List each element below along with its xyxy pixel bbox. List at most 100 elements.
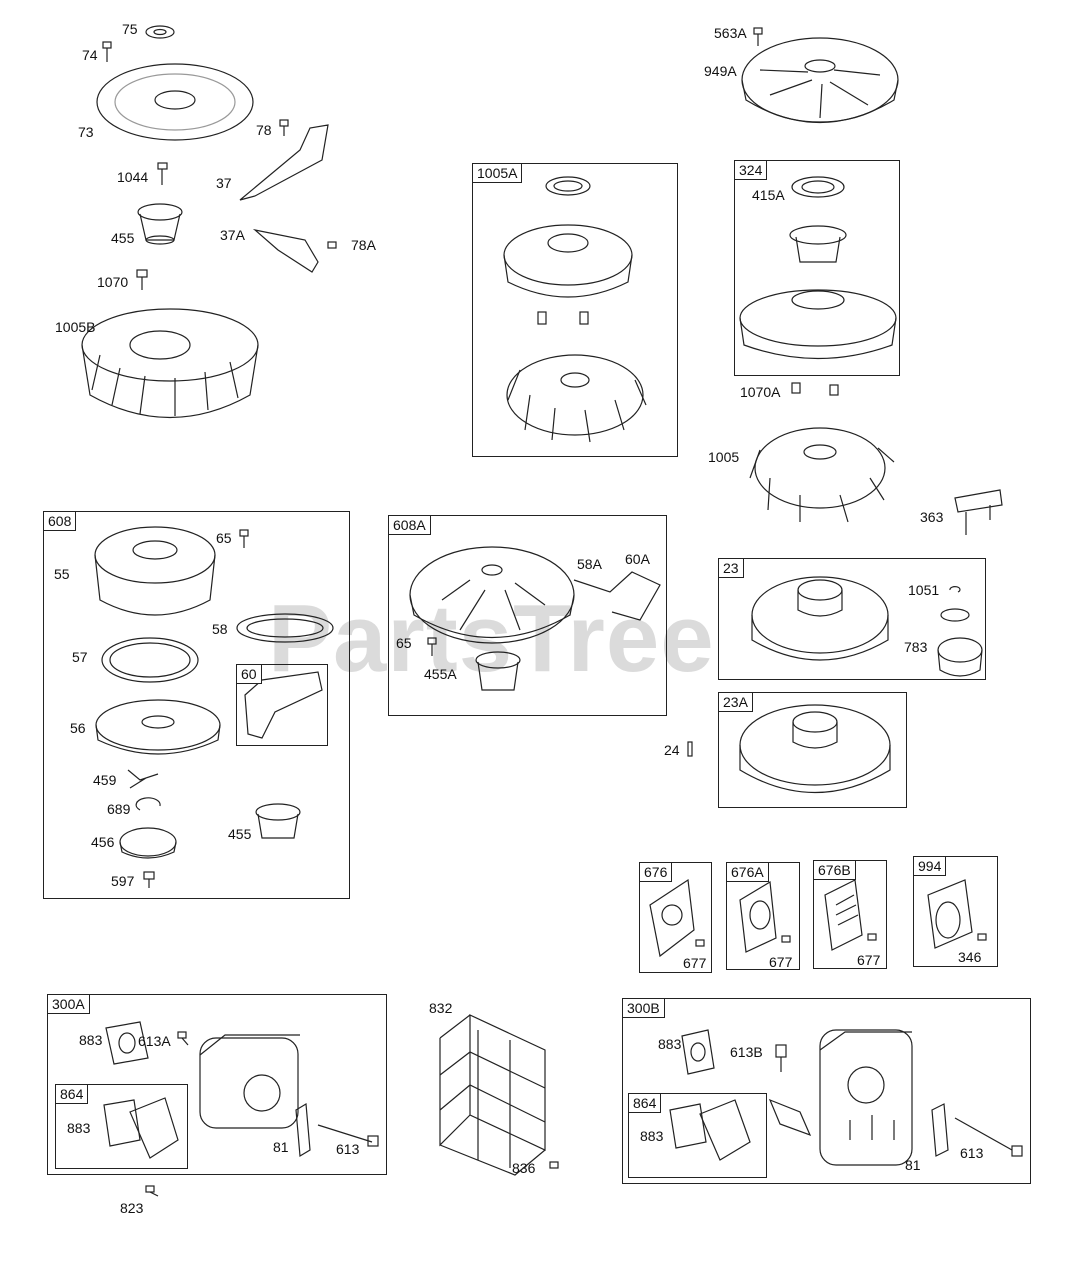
kit-box-60: 60 — [236, 664, 328, 746]
callout-597[interactable]: 597 — [111, 873, 135, 889]
callout-78A[interactable]: 78A — [351, 237, 376, 253]
callout-823[interactable]: 823 — [120, 1200, 144, 1216]
part-677c-bolt — [867, 933, 877, 941]
callout-563A[interactable]: 563A — [714, 25, 747, 41]
part-677b-bolt — [781, 935, 791, 943]
callout-1044[interactable]: 1044 — [117, 169, 149, 185]
callout-37A[interactable]: 37A — [220, 227, 245, 243]
callout-677-676[interactable]: 677 — [683, 955, 707, 971]
callout-74[interactable]: 74 — [82, 47, 98, 63]
kit-label-608[interactable]: 608 — [43, 511, 77, 531]
callout-75[interactable]: 75 — [122, 21, 138, 37]
part-455-cup — [137, 203, 183, 245]
kit-label-60[interactable]: 60 — [236, 664, 262, 684]
callout-613A[interactable]: 613A — [138, 1033, 171, 1049]
callout-456[interactable]: 456 — [91, 834, 115, 850]
part-676A-cover — [739, 881, 777, 953]
callout-677-676A[interactable]: 677 — [769, 954, 793, 970]
callout-415A[interactable]: 415A — [752, 187, 785, 203]
callout-1005[interactable]: 1005 — [708, 449, 740, 465]
part-300B-muffler — [819, 1029, 913, 1166]
part-60-handle — [244, 671, 323, 739]
part-23-flywheel — [751, 576, 889, 661]
kit-box-676: 676 — [639, 862, 712, 973]
part-73-screen — [96, 63, 254, 141]
kit-label-608A[interactable]: 608A — [388, 515, 431, 535]
callout-677-676B[interactable]: 677 — [857, 952, 881, 968]
callout-81-300B[interactable]: 81 — [905, 1157, 921, 1173]
part-346-bolt — [977, 933, 987, 941]
callout-58A[interactable]: 58A — [577, 556, 602, 572]
callout-1070[interactable]: 1070 — [97, 274, 129, 290]
part-783-washer — [940, 608, 970, 622]
callout-363[interactable]: 363 — [920, 509, 944, 525]
callout-613-300B[interactable]: 613 — [960, 1145, 984, 1161]
kit-box-676A: 676A — [726, 862, 800, 970]
callout-1070A[interactable]: 1070A — [740, 384, 781, 400]
watermark: PartsTree — [268, 585, 715, 692]
callout-58[interactable]: 58 — [212, 621, 228, 637]
part-74-bolt — [102, 41, 112, 62]
part-81a-strap — [295, 1102, 311, 1158]
part-455A-cup — [475, 651, 521, 691]
kit-label-23A[interactable]: 23A — [718, 692, 753, 712]
callout-65-starter[interactable]: 65 — [216, 530, 232, 546]
part-613a-bolt — [317, 1124, 379, 1147]
part-65a-bolt — [239, 529, 249, 548]
kit-label-864-left[interactable]: 864 — [55, 1084, 89, 1104]
part-23A-flywheel — [739, 704, 891, 793]
part-1051-key — [949, 586, 961, 593]
callout-56[interactable]: 56 — [70, 720, 86, 736]
kit-label-1005A[interactable]: 1005A — [472, 163, 523, 183]
part-676B-cover — [824, 879, 863, 951]
callout-81-300A[interactable]: 81 — [273, 1139, 289, 1155]
callout-1051[interactable]: 1051 — [908, 582, 940, 598]
part-836-bolt — [549, 1161, 559, 1169]
callout-55[interactable]: 55 — [54, 566, 70, 582]
callout-37[interactable]: 37 — [216, 175, 232, 191]
part-677a-bolt — [695, 939, 705, 947]
callout-455[interactable]: 455 — [111, 230, 135, 246]
part-949A-housing — [741, 37, 899, 123]
kit-label-23[interactable]: 23 — [718, 558, 744, 578]
callout-60A[interactable]: 60A — [625, 551, 650, 567]
part-676-cover — [649, 878, 695, 958]
callout-57[interactable]: 57 — [72, 649, 88, 665]
callout-78[interactable]: 78 — [256, 122, 272, 138]
callout-689[interactable]: 689 — [107, 801, 131, 817]
kit-label-300A[interactable]: 300A — [47, 994, 90, 1014]
callout-949A[interactable]: 949A — [704, 63, 737, 79]
callout-613-300A[interactable]: 613 — [336, 1141, 360, 1157]
callout-1005B[interactable]: 1005B — [55, 319, 96, 335]
callout-346[interactable]: 346 — [958, 949, 982, 965]
part-37-guard — [239, 124, 329, 201]
kit-label-676[interactable]: 676 — [639, 862, 673, 882]
part-37A-bracket — [252, 228, 319, 273]
kit-label-676A[interactable]: 676A — [726, 862, 769, 882]
kit-label-994[interactable]: 994 — [913, 856, 947, 876]
callout-613B[interactable]: 613B — [730, 1044, 763, 1060]
callout-65-608A[interactable]: 65 — [396, 635, 412, 651]
kit-label-324[interactable]: 324 — [734, 160, 768, 180]
callout-455A[interactable]: 455A — [424, 666, 457, 682]
kit-label-300B[interactable]: 300B — [622, 998, 665, 1018]
callout-883-300A[interactable]: 883 — [79, 1032, 103, 1048]
part-563A-bolt — [753, 27, 763, 46]
callout-24[interactable]: 24 — [664, 742, 680, 758]
part-24-key — [687, 741, 693, 757]
callout-455-starter[interactable]: 455 — [228, 826, 252, 842]
kit-label-676B[interactable]: 676B — [813, 860, 856, 880]
callout-73[interactable]: 73 — [78, 124, 94, 140]
callout-883-300B[interactable]: 883 — [658, 1036, 682, 1052]
callout-783[interactable]: 783 — [904, 639, 928, 655]
callout-883-864-left[interactable]: 883 — [67, 1120, 91, 1136]
part-1044-bolt — [157, 162, 168, 185]
kit-label-864-right[interactable]: 864 — [628, 1093, 662, 1113]
part-57-spring — [101, 637, 199, 683]
callout-883-864-right[interactable]: 883 — [640, 1128, 664, 1144]
callout-836[interactable]: 836 — [512, 1160, 536, 1176]
part-883c-gasket — [681, 1029, 715, 1075]
callout-832[interactable]: 832 — [429, 1000, 453, 1016]
callout-459[interactable]: 459 — [93, 772, 117, 788]
